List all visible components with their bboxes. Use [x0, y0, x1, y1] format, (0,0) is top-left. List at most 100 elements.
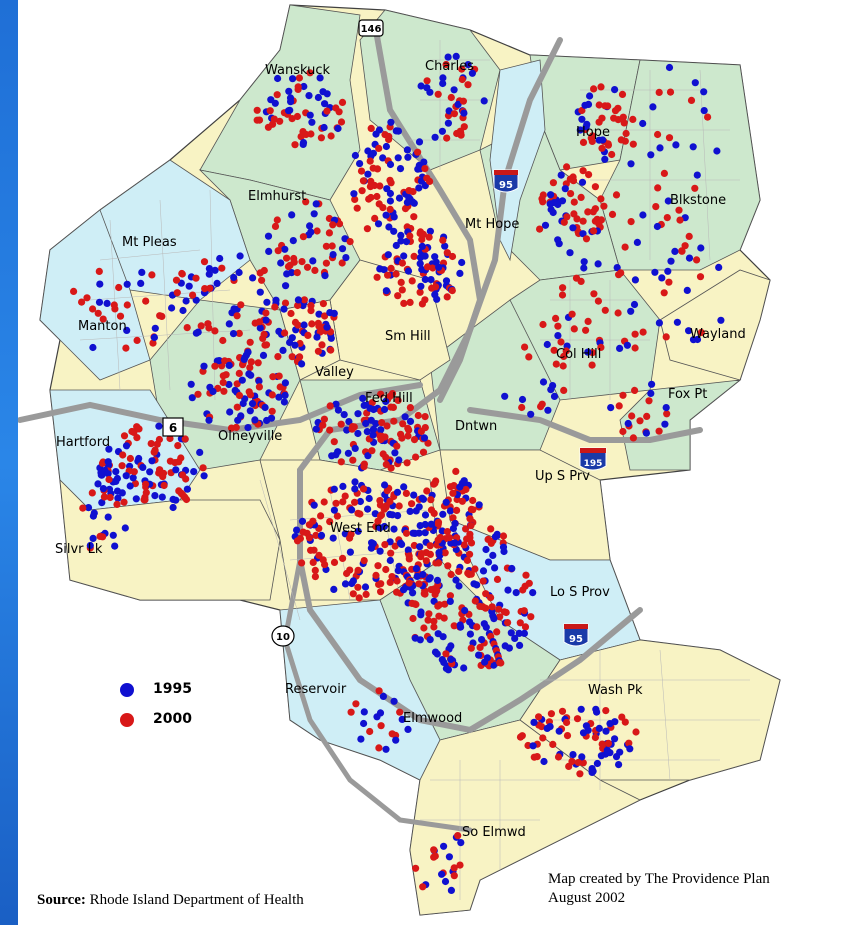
incidence-dot-1995 — [540, 757, 548, 766]
legend-swatch-1995 — [120, 683, 134, 697]
incidence-dot-2000 — [388, 573, 396, 581]
svg-text:146: 146 — [361, 24, 382, 35]
incidence-dot-1995 — [320, 123, 328, 132]
incidence-dot-2000 — [559, 284, 567, 292]
incidence-dot-1995 — [351, 151, 359, 160]
incidence-dot-1995 — [456, 621, 464, 629]
incidence-dot-2000 — [379, 450, 387, 458]
incidence-dot-1995 — [113, 474, 121, 483]
incidence-dot-1995 — [244, 348, 252, 356]
incidence-dot-1995 — [377, 426, 385, 434]
incidence-dot-1995 — [578, 753, 586, 761]
incidence-dot-1995 — [452, 52, 460, 61]
incidence-dot-1995 — [451, 519, 459, 528]
incidence-dot-2000 — [233, 403, 241, 411]
incidence-dot-2000 — [78, 298, 86, 306]
incidence-dot-2000 — [106, 493, 114, 502]
incidence-dot-1995 — [372, 420, 380, 428]
incidence-dot-1995 — [241, 395, 249, 403]
incidence-dot-2000 — [317, 134, 325, 142]
incidence-dot-2000 — [333, 512, 341, 520]
incidence-dot-2000 — [405, 552, 413, 560]
incidence-dot-2000 — [539, 320, 547, 329]
incidence-dot-1995 — [205, 416, 213, 424]
incidence-dot-2000 — [377, 722, 385, 730]
incidence-dot-1995 — [213, 279, 221, 287]
incidence-dot-2000 — [386, 205, 394, 213]
incidence-dot-1995 — [639, 119, 647, 128]
incidence-dot-2000 — [495, 605, 503, 613]
incidence-dot-1995 — [329, 251, 337, 259]
incidence-dot-1995 — [511, 634, 519, 643]
incidence-dot-2000 — [174, 442, 182, 450]
incidence-dot-1995 — [409, 589, 417, 597]
incidence-dot-2000 — [371, 214, 379, 222]
incidence-dot-1995 — [387, 118, 395, 126]
incidence-dot-2000 — [435, 559, 443, 567]
incidence-dot-1995 — [323, 323, 331, 331]
incidence-dot-2000 — [403, 459, 411, 467]
incidence-dot-1995 — [576, 126, 584, 134]
incidence-dot-1995 — [412, 507, 420, 515]
incidence-dot-1995 — [627, 307, 635, 315]
incidence-dot-1995 — [582, 123, 590, 131]
incidence-dot-2000 — [427, 586, 435, 594]
incidence-dot-2000 — [421, 296, 429, 304]
incidence-dot-1995 — [442, 498, 450, 506]
incidence-dot-1995 — [386, 197, 394, 205]
incidence-dot-2000 — [597, 83, 605, 91]
incidence-dot-2000 — [681, 242, 689, 250]
incidence-dot-2000 — [426, 542, 434, 550]
incidence-dot-2000 — [443, 134, 451, 142]
incidence-dot-2000 — [570, 325, 578, 333]
incidence-dot-1995 — [329, 534, 337, 542]
incidence-dot-1995 — [392, 736, 400, 744]
incidence-dot-2000 — [181, 435, 189, 443]
label-wanskuck: Wanskuck — [265, 63, 331, 78]
incidence-dot-1995 — [460, 477, 468, 485]
incidence-dot-1995 — [490, 661, 498, 669]
incidence-dot-2000 — [590, 227, 598, 235]
incidence-dot-2000 — [665, 278, 673, 286]
incidence-dot-2000 — [685, 232, 693, 240]
incidence-dot-2000 — [387, 549, 395, 557]
incidence-dot-1995 — [382, 142, 390, 151]
incidence-dot-2000 — [402, 489, 410, 497]
incidence-dot-1995 — [264, 232, 273, 240]
incidence-dot-2000 — [573, 215, 581, 223]
incidence-dot-2000 — [631, 386, 639, 394]
incidence-dot-1995 — [280, 398, 288, 406]
incidence-dot-2000 — [417, 550, 426, 558]
incidence-dot-1995 — [411, 634, 419, 642]
incidence-dot-2000 — [346, 566, 354, 574]
incidence-dot-1995 — [384, 251, 392, 259]
incidence-dot-1995 — [345, 418, 353, 426]
incidence-dot-2000 — [387, 264, 395, 272]
incidence-dot-2000 — [320, 498, 328, 506]
incidence-dot-2000 — [147, 440, 155, 448]
incidence-dot-2000 — [460, 541, 468, 549]
incidence-dot-2000 — [387, 403, 395, 411]
incidence-dot-1995 — [655, 319, 664, 327]
incidence-dot-1995 — [419, 570, 427, 579]
incidence-dot-2000 — [550, 346, 558, 354]
incidence-dot-2000 — [537, 403, 545, 411]
incidence-dot-1995 — [376, 265, 384, 273]
incidence-dot-2000 — [563, 718, 571, 727]
incidence-dot-1995 — [346, 548, 354, 556]
incidence-dot-2000 — [83, 294, 91, 302]
incidence-dot-1995 — [530, 718, 538, 727]
incidence-dot-2000 — [430, 846, 438, 854]
incidence-dot-2000 — [381, 541, 389, 549]
incidence-dot-2000 — [233, 380, 241, 388]
incidence-dot-2000 — [521, 582, 529, 590]
incidence-dot-2000 — [520, 607, 528, 615]
incidence-dot-2000 — [443, 249, 451, 257]
incidence-dot-2000 — [199, 464, 207, 472]
incidence-dot-1995 — [334, 124, 342, 133]
incidence-dot-1995 — [665, 63, 674, 72]
incidence-dot-2000 — [326, 426, 334, 434]
incidence-dot-1995 — [89, 534, 97, 543]
incidence-dot-2000 — [487, 525, 495, 533]
incidence-dot-2000 — [426, 550, 434, 559]
